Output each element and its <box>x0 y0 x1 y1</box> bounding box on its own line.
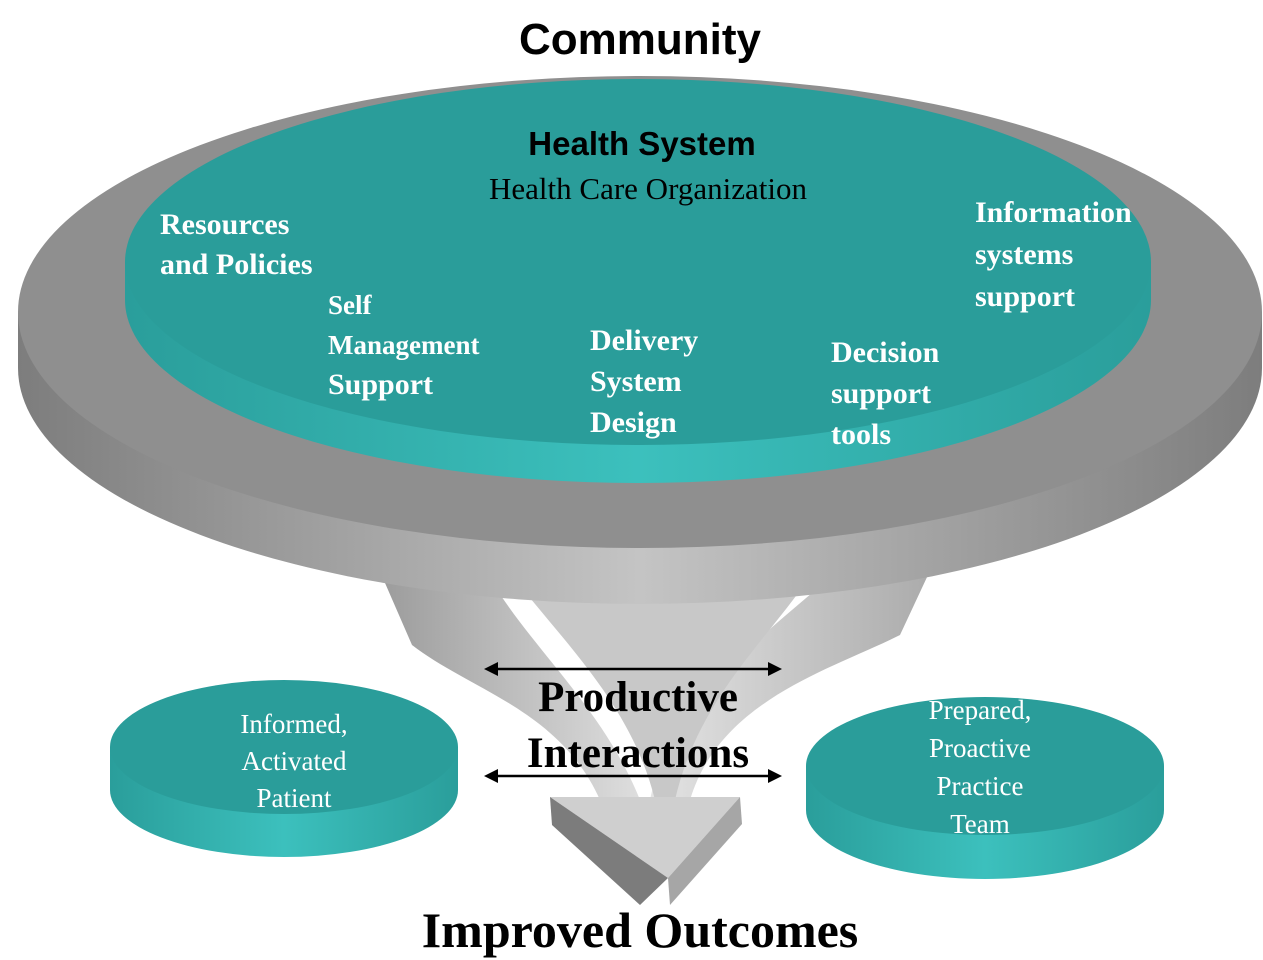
decision-line-1: Decision <box>831 336 940 369</box>
self-management-line-1: Self <box>328 290 372 320</box>
health-system-title: Health System <box>528 125 756 162</box>
information-line-3: support <box>975 280 1076 313</box>
information-systems-label: Information systems support <box>975 192 1132 318</box>
patient-line-1: Informed, <box>240 709 348 739</box>
resources-line-2: and Policies <box>160 248 313 281</box>
team-label: Prepared, Proactive Practice Team <box>865 691 1095 843</box>
delivery-line-1: Delivery <box>590 324 699 357</box>
decision-line-3: tools <box>831 418 891 451</box>
self-management-label: Self Management Support <box>328 285 479 405</box>
outcome-arrow <box>550 797 742 905</box>
decision-line-2: support <box>831 377 932 410</box>
patient-line-2: Activated <box>241 746 347 776</box>
resources-line-1: Resources <box>160 208 290 241</box>
funnel-stem <box>375 560 935 800</box>
information-line-1: Information <box>975 196 1132 229</box>
decision-support-label: Decision support tools <box>831 332 939 455</box>
interactions-line-2: Interactions <box>526 730 750 777</box>
health-care-organization-label: Health Care Organization <box>489 171 807 206</box>
interaction-arrow-top <box>484 662 782 676</box>
self-management-line-3: Support <box>328 368 434 401</box>
team-line-2: Proactive <box>929 733 1031 763</box>
team-line-4: Team <box>950 809 1010 839</box>
delivery-system-label: Delivery System Design <box>590 320 698 443</box>
patient-disc <box>110 680 458 857</box>
community-title: Community <box>519 15 761 64</box>
team-line-3: Practice <box>936 771 1024 801</box>
improved-outcomes-label: Improved Outcomes <box>421 902 859 958</box>
interaction-arrow-bottom <box>484 769 782 783</box>
resources-policies-label: Resources and Policies <box>160 205 313 285</box>
productive-interactions-label: Productive Interactions <box>488 670 788 782</box>
delivery-line-3: Design <box>590 406 677 439</box>
interactions-line-1: Productive <box>538 674 738 721</box>
self-management-line-2: Management <box>328 330 480 360</box>
team-line-1: Prepared, <box>928 695 1032 725</box>
delivery-line-2: System <box>590 365 682 398</box>
health-system-disc <box>125 79 1151 483</box>
patient-label: Informed, Activated Patient <box>184 706 404 817</box>
patient-line-3: Patient <box>256 783 332 813</box>
information-line-2: systems <box>975 238 1074 271</box>
team-disc <box>806 697 1164 879</box>
